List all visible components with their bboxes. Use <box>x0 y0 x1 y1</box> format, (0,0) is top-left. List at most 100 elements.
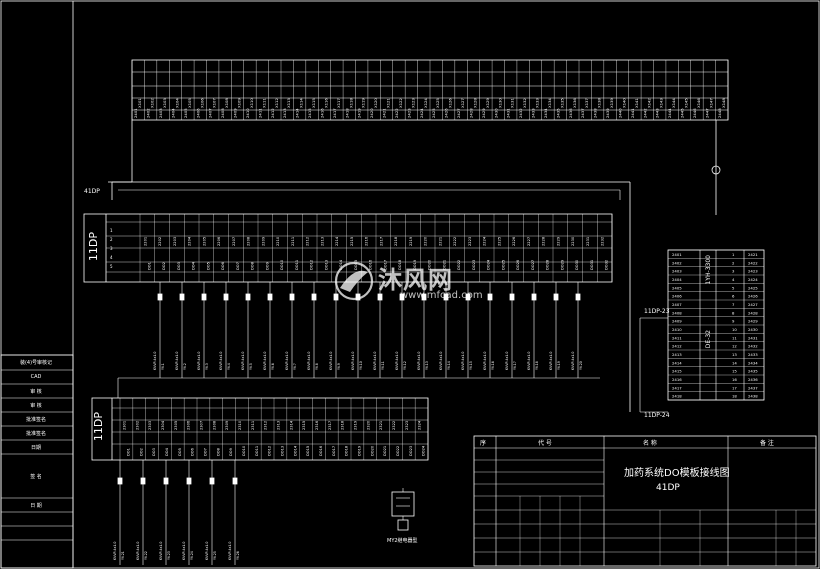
module-terminal-id: 2313 <box>276 421 280 430</box>
module-terminal-id: 2322 <box>392 421 396 430</box>
left-panel-cell: 审 核 <box>30 402 42 409</box>
top-terminal-id: 2421 <box>382 108 387 118</box>
top-terminal-id: 2426 <box>444 108 449 118</box>
cable-gland-icon <box>377 293 383 301</box>
top-terminal-code: X132 <box>522 98 527 108</box>
top-terminal-code: X138 <box>597 98 602 108</box>
module-terminal-id: 2321 <box>379 421 383 430</box>
cable-gland-icon <box>509 293 515 301</box>
left-panel-cell: 审 核 <box>30 388 42 395</box>
module-terminal-code: DO32 <box>605 260 609 270</box>
module-terminal-code: DO16 <box>319 445 323 456</box>
panel-terminal-number: 14 <box>732 360 737 365</box>
cable-tag-label: YV.17 <box>513 361 517 370</box>
cable-tag-label: YV.18 <box>535 361 539 370</box>
panel-terminal-id: 2405 <box>672 285 682 290</box>
cable-tag-label: YV.21 <box>121 551 125 560</box>
cable-spec-label: KVVP-4x1.0 <box>373 352 377 370</box>
top-terminal-code: X116 <box>323 98 328 108</box>
cable-spec-label: KVVP-4x1.0 <box>228 542 232 560</box>
top-terminal-id: 2414 <box>295 108 300 118</box>
left-panel-cell: 批准签名 <box>25 416 46 423</box>
module-terminal-id: 2315 <box>302 421 306 430</box>
cable-gland-icon <box>575 293 581 301</box>
module-terminal-id: 2218 <box>394 236 398 246</box>
cable-spec-label: KVVP-4x1.0 <box>505 352 509 370</box>
cable-spec-label: KVVP-4x1.0 <box>219 352 223 370</box>
connector-tag-24: 11DP-24 <box>644 412 670 419</box>
top-terminal-id: 2403 <box>158 108 163 118</box>
top-terminal-code: X130 <box>497 98 502 108</box>
top-terminal-code: X114 <box>299 98 304 108</box>
top-terminal-code: X103 <box>162 98 167 108</box>
module-terminal-id: 2209 <box>261 236 265 246</box>
panel-terminal-id: 2418 <box>672 394 682 399</box>
module-terminal-code: DO13 <box>324 260 328 270</box>
module-terminal-id: 2307 <box>199 421 203 430</box>
top-terminal-id: 2444 <box>667 108 672 118</box>
top-terminal-id: 2420 <box>369 108 374 118</box>
panel-terminal-id: 2423 <box>748 269 758 274</box>
module-terminal-code: DO18 <box>398 259 402 270</box>
title-block-header-seq: 序 <box>480 440 487 447</box>
module-terminal-code: DO6 <box>191 447 195 456</box>
top-terminal-code: X144 <box>671 98 676 108</box>
module-terminal-code: DO3 <box>177 262 181 270</box>
module-terminal-code: DO7 <box>203 448 207 456</box>
cable-spec-label: KVVP-4x1.0 <box>395 352 399 370</box>
cable-marker-icon <box>711 165 721 175</box>
top-terminal-id: 2418 <box>344 108 349 118</box>
module-terminal-id: 2308 <box>212 420 216 430</box>
panel-terminal-id: 2407 <box>672 302 682 307</box>
cable-gland-icon <box>333 293 339 301</box>
module-terminal-id: 2309 <box>225 420 229 430</box>
panel-terminal-id: 2432 <box>748 344 758 349</box>
panel-terminal-number: 5 <box>732 285 735 290</box>
cable-tag-label: YV.3 <box>205 363 209 370</box>
module-terminal-code: DO28 <box>546 259 550 270</box>
panel-terminal-id: 2404 <box>672 277 682 282</box>
panel-terminal-id: 2412 <box>672 344 682 349</box>
top-terminal-code: X101 <box>137 98 142 108</box>
cable-spec-label: KVVP-4x1.0 <box>205 542 209 560</box>
connector-tag-23: 11DP-23 <box>644 308 670 315</box>
top-terminal-id: 2423 <box>406 108 411 118</box>
module-terminal-code: DO7 <box>236 262 240 270</box>
cable-spec-label: KVVP-4x1.0 <box>241 352 245 370</box>
module-terminal-code: DO10 <box>242 445 246 456</box>
panel-terminal-number: 11 <box>732 335 737 340</box>
cable-gland-icon <box>117 477 123 485</box>
top-terminal-code: X113 <box>286 98 291 108</box>
cable-tag-label: YV.22 <box>144 551 148 560</box>
cable-spec-label: KVVP-4x1.0 <box>285 352 289 370</box>
top-terminal-id: 2410 <box>245 108 250 118</box>
module-terminal-code: DO15 <box>306 446 310 456</box>
relay-legend-caption: MY2继电器型 <box>387 538 418 544</box>
top-terminal-id: 2438 <box>593 108 598 118</box>
cable-gland-icon <box>443 293 449 301</box>
cable-spec-label: KVVP-4x1.0 <box>571 352 575 370</box>
top-terminal-id: 2440 <box>617 108 622 118</box>
top-terminal-code: X128 <box>472 98 477 108</box>
top-terminal-id: 2424 <box>419 108 424 118</box>
cable-spec-label: KVVP-4x1.0 <box>263 352 267 370</box>
panel-terminal-id: 2413 <box>672 352 682 357</box>
module-terminal-code: DO13 <box>280 446 284 456</box>
panel-terminal-id: 2435 <box>748 369 758 374</box>
panel-terminal-id: 2410 <box>672 327 682 332</box>
module-pin-number: 3 <box>110 246 113 251</box>
panel-terminal-id: 2414 <box>672 360 682 365</box>
cable-tag-label: YV.15 <box>469 361 473 370</box>
module-terminal-id: 2205 <box>202 237 206 246</box>
top-terminal-code: X146 <box>696 98 701 108</box>
module-terminal-id: 2304 <box>161 420 165 430</box>
module-terminal-code: DO18 <box>345 445 349 456</box>
module-terminal-id: 2230 <box>571 236 575 246</box>
panel-terminal-number: 7 <box>732 302 735 307</box>
module-terminal-code: DO26 <box>516 259 520 270</box>
panel-terminal-id: 2416 <box>672 377 682 382</box>
top-terminal-id: 2442 <box>642 108 647 118</box>
panel-terminal-number: 8 <box>732 310 735 315</box>
module-terminal-id: 2222 <box>453 237 457 246</box>
